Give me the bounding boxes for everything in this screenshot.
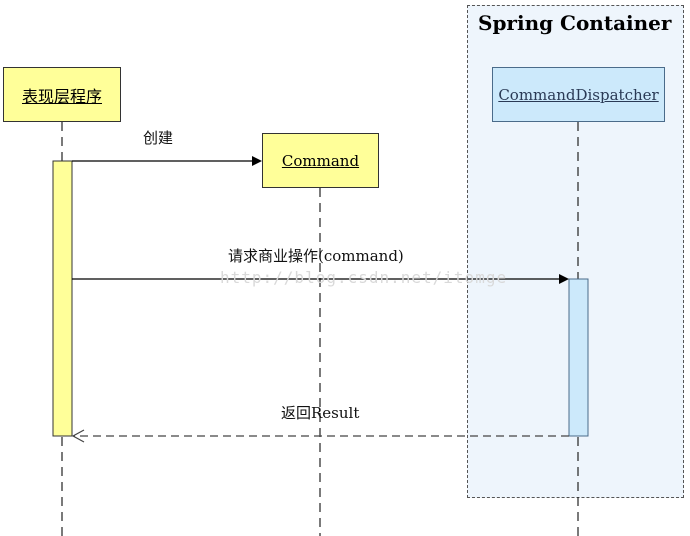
watermark-text: http://blog.csdn.net/itomge <box>220 268 508 287</box>
create-arrowhead <box>252 156 262 166</box>
participant-dispatcher: CommandDispatcher <box>492 67 665 122</box>
participant-command: Command <box>262 133 379 188</box>
participant-presentation-label: 表现层程序 <box>21 86 102 106</box>
spring-container-title: Spring Container <box>478 11 672 35</box>
participant-presentation: 表现层程序 <box>3 67 121 122</box>
participant-command-label: Command <box>281 151 360 170</box>
return-arrowhead <box>71 429 85 443</box>
participant-dispatcher-label: CommandDispatcher <box>498 85 659 104</box>
request-arrowhead <box>559 274 569 284</box>
message-request-label: 请求商业操作(command) <box>228 247 404 265</box>
activation-presentation <box>52 160 73 437</box>
activation-dispatcher <box>568 278 589 437</box>
message-create-label: 创建 <box>143 129 174 147</box>
message-return-label: 返回Result <box>281 404 360 422</box>
